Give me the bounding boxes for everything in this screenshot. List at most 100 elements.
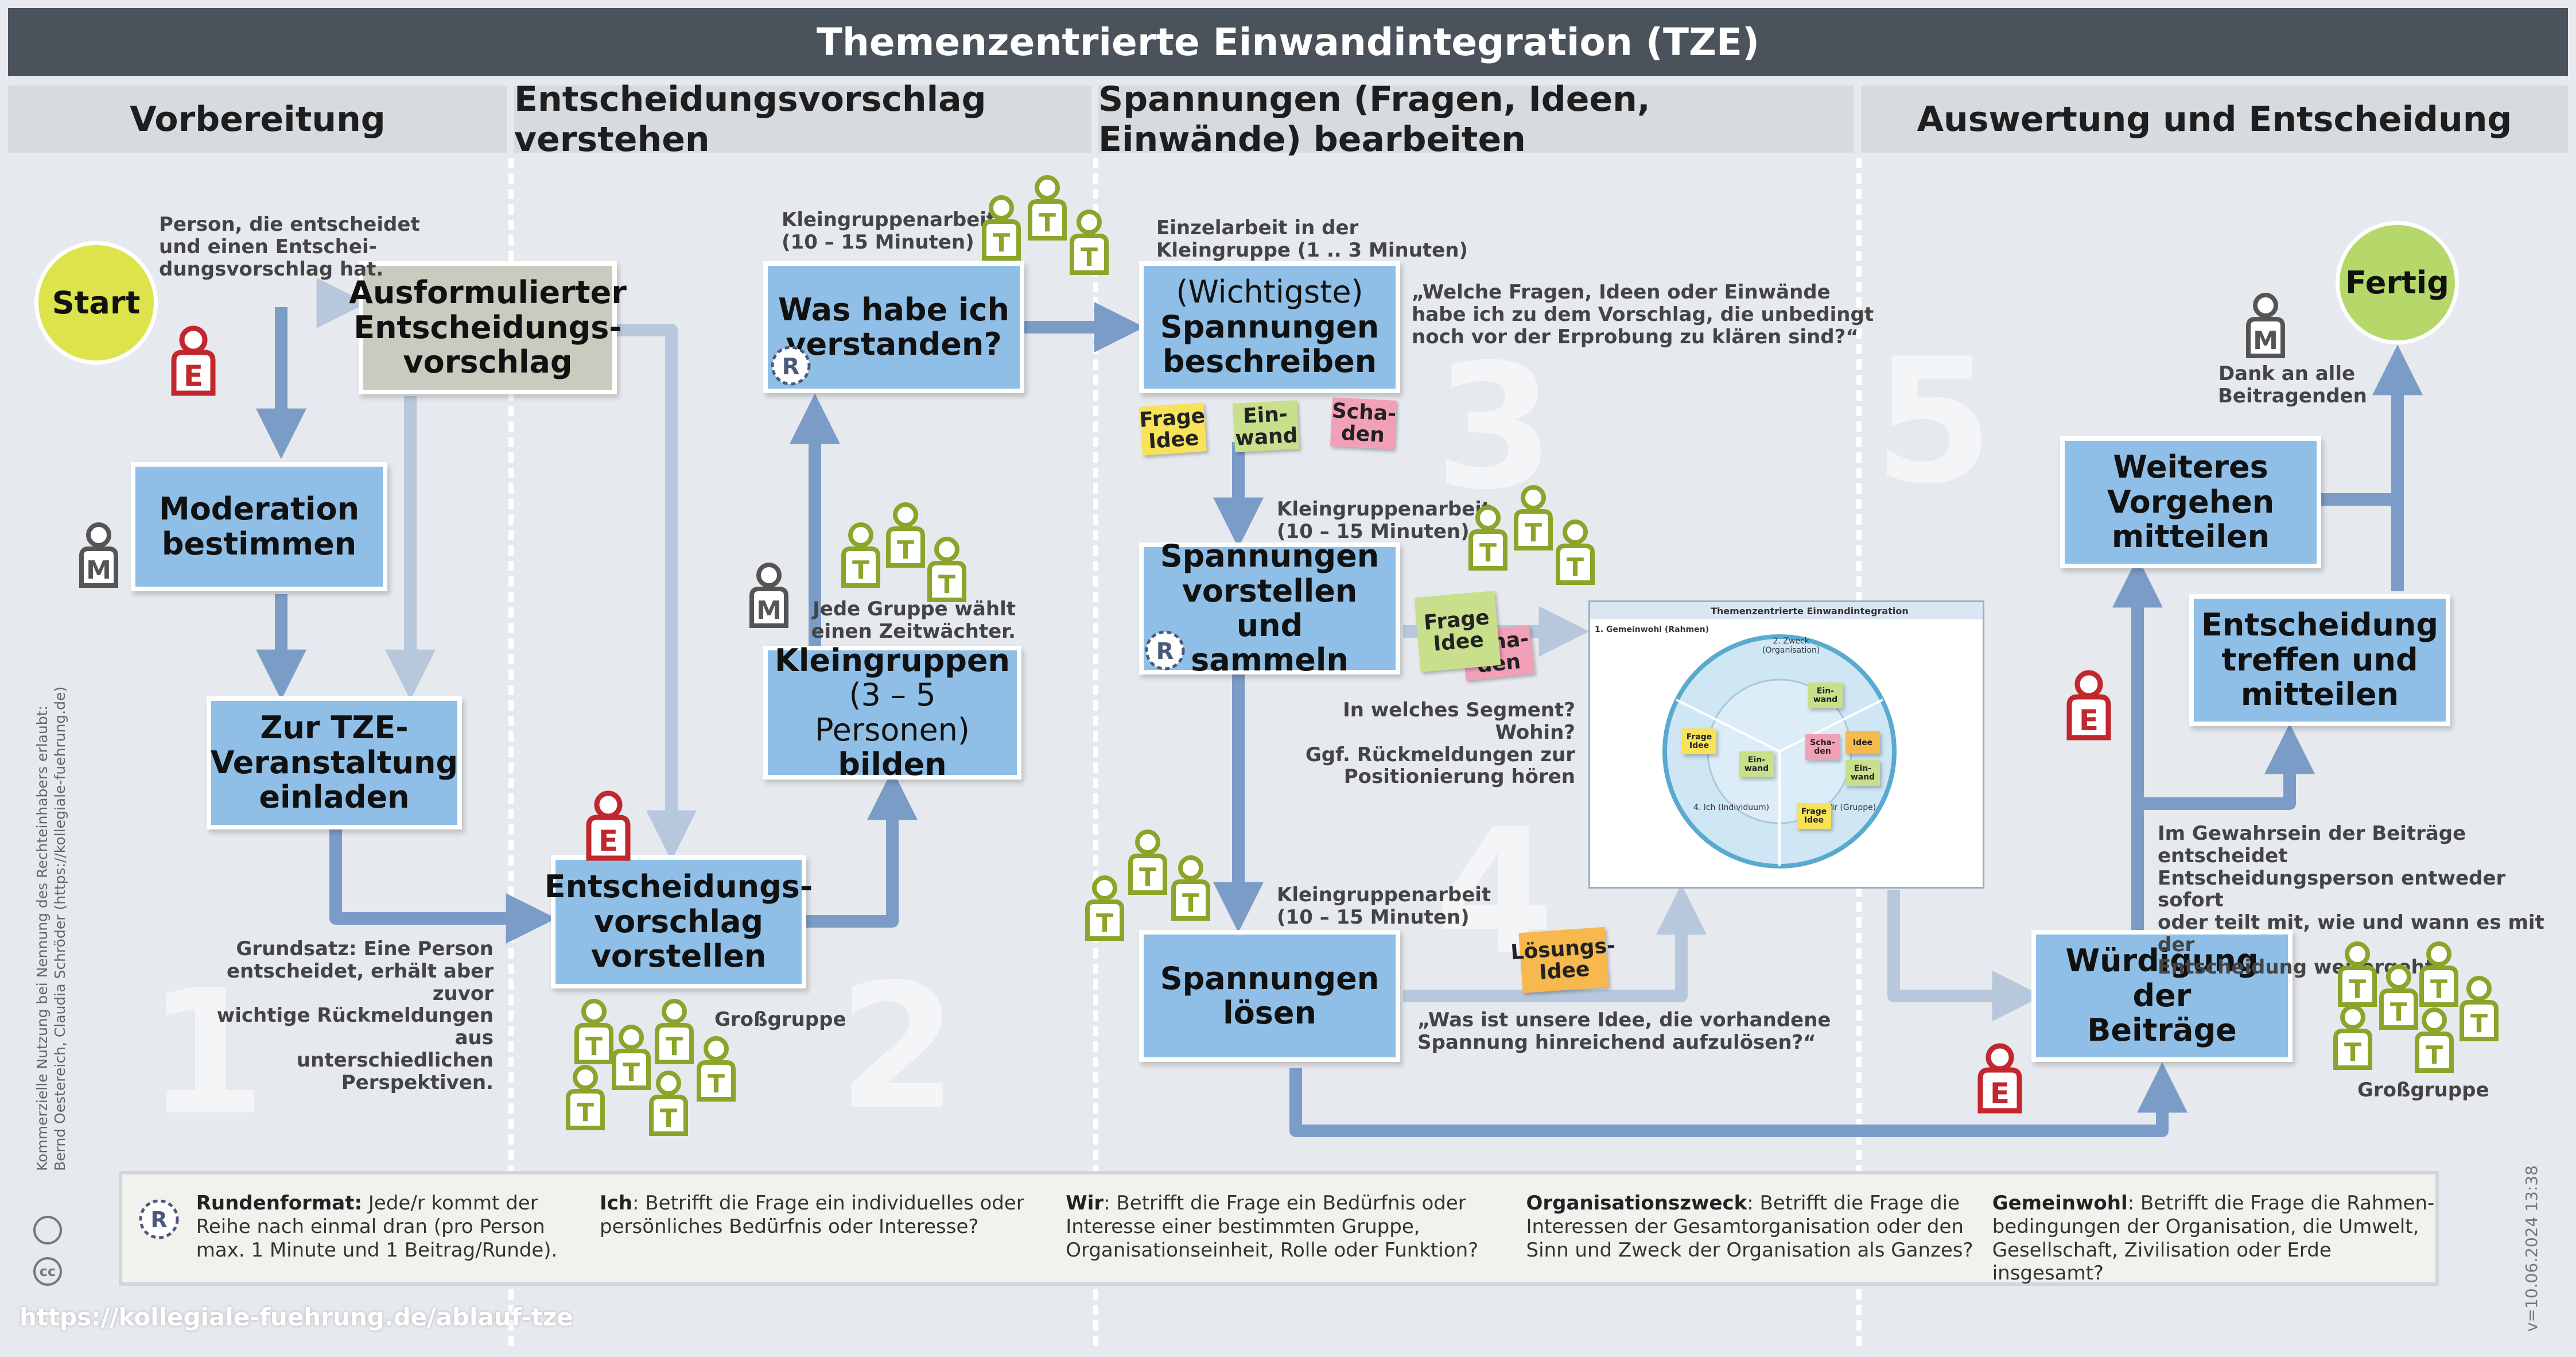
kleingruppen-bottom: bilden [838, 746, 947, 782]
phase-header-verstehen: Entscheidungsvorschlag verstehen [514, 79, 1091, 160]
entscheider-icon [174, 328, 213, 393]
svg-text:R: R [151, 1207, 168, 1232]
note-gewahrsein: Im Gewahrsein der Beiträge entscheidet E… [2158, 822, 2544, 979]
note-segment: In welches Segment? Wohin? Ggf. Rückmeld… [1305, 699, 1575, 789]
svg-text:R: R [782, 354, 800, 380]
box-entscheidung-treffen: Entscheidung treffen und mitteilen [2189, 594, 2450, 726]
thumbnail-title: Themenzentrierte Einwandintegration [1590, 602, 1983, 619]
footer-url-link[interactable]: https://kollegiale-fuehrung.de/ablauf-tz… [20, 1303, 573, 1331]
diagram-title: Themenzentrierte Einwandintegration (TZE… [8, 8, 2568, 76]
kleingruppen-title: Kleingruppen [774, 642, 1011, 678]
note-grossgruppe-1: Großgruppe [714, 1008, 846, 1031]
beschreiben-label: Spannungen beschreiben [1160, 308, 1380, 380]
tze-board-thumbnail: Themenzentrierte Einwandintegration 1. G… [1588, 600, 1984, 889]
teilnehmer-icon [888, 505, 923, 565]
teilnehmer-icon [2417, 1010, 2451, 1071]
note-einzelarbeit: Einzelarbeit in der Kleingruppe (1 .. 3 … [1156, 216, 1468, 262]
phase-divider [508, 158, 514, 1346]
note-person-entscheidet: Person, die entscheidet und einen Entsch… [159, 213, 420, 281]
teilnehmer-icon [2340, 944, 2375, 1005]
teilnehmer-icon [1087, 878, 1122, 939]
rundenformat-icon: R [771, 346, 811, 386]
phase-number-5: 5 [1874, 321, 1994, 522]
legend-rundenformat: Rundenformat: Jede/r kommt der Reihe nac… [196, 1192, 558, 1262]
legend-wir: Wir: Betrifft die Frage ein Bedürfnis od… [1066, 1192, 1479, 1262]
note-kleingruppenarbeit-3: Kleingruppenarbeit (10 – 15 Minuten) [1277, 883, 1491, 929]
teilnehmer-icon [1030, 177, 1064, 238]
teilnehmer-icon [1558, 522, 1592, 583]
start-node: Start [34, 241, 158, 365]
box-vorschlag-vorstellen: Entscheidungs- vorschlag vorstellen [545, 855, 813, 988]
teilnehmer-icon [577, 1001, 611, 1062]
legend-rundenformat-icon: R [122, 1174, 196, 1282]
note-zeitwaechter: Jede Gruppe wählt einen Zeitwächter. [811, 598, 1016, 643]
phase-header-vorbereitung: Vorbereitung [8, 86, 507, 153]
box-moderation-bestimmen: Moderation bestimmen [131, 462, 387, 591]
moderator-icon [752, 565, 786, 626]
box-spannungen-loesen: Spannungen lösen [1139, 930, 1400, 1062]
legend-organisationszweck: Organisationszweck: Betrifft die Frage d… [1526, 1192, 1973, 1262]
moderator-icon [2248, 295, 2283, 356]
entscheider-icon [1980, 1046, 2019, 1111]
version-stamp: v=10.06.2024 13:38 [2522, 1165, 2541, 1332]
teilnehmer-icon [2381, 967, 2416, 1028]
teilnehmer-icon [1174, 858, 1208, 918]
note-grundsatz: Grundsatz: Eine Person entscheidet, erhä… [216, 937, 494, 1094]
attribution-icon [33, 1216, 62, 1244]
mini-sticky-7: Frage Idee [1797, 803, 1831, 829]
box-einladen: Zur TZE- Veranstaltung einladen [207, 696, 462, 829]
teilnehmer-icon [651, 1073, 686, 1134]
rundenformat-icon: R [1145, 630, 1185, 670]
legend-panel: R Rundenformat: Jede/r kommt der Reihe n… [119, 1171, 2439, 1286]
teilnehmer-icon [1516, 487, 1551, 548]
phase-number-1: 1 [146, 953, 266, 1153]
kleingruppen-sub: (3 – 5 Personen) [815, 677, 970, 748]
mini-sticky-1: Frage Idee [1682, 728, 1716, 754]
note-kleingruppenarbeit-2: Kleingruppenarbeit (10 – 15 Minuten) [1277, 498, 1491, 543]
phase-number-2: 2 [838, 947, 958, 1147]
phase-header-auswertung: Auswertung und Entscheidung [1861, 86, 2568, 153]
teilnehmer-icon [657, 1001, 691, 1062]
entscheider-icon [589, 793, 628, 858]
svg-text:R: R [1156, 638, 1174, 665]
legend-gemeinwohl: Gemeinwohl: Betrifft die Frage die Rahme… [1992, 1192, 2435, 1285]
teilnehmer-icon [984, 197, 1019, 258]
teilnehmer-icon [930, 539, 964, 600]
quote-idee: „Was ist unsere Idee, die vorhandene Spa… [1417, 1009, 1831, 1054]
teilnehmer-icon [2462, 978, 2496, 1039]
box-kleingruppen-bilden: Kleingruppen (3 – 5 Personen) bilden [763, 642, 1021, 782]
entscheider-icon [2069, 673, 2108, 738]
teilnehmer-icon [614, 1027, 648, 1088]
note-dank: Dank an alle Beitragenden [2218, 362, 2367, 408]
teilnehmer-icon [1471, 507, 1505, 568]
cc-license-icon: cc [33, 1257, 62, 1286]
legend-ich: Ich: Betrifft die Frage ein individuelle… [600, 1192, 1024, 1238]
box-spannungen-sammeln: Spannungen vorstellen und sammeln [1139, 538, 1400, 677]
teilnehmer-icon [699, 1038, 733, 1099]
teilnehmer-icon [2336, 1007, 2370, 1068]
seg-zweck: 2. Zweck (Organisation) [1762, 637, 1820, 655]
quote-fragen: „Welche Fragen, Ideen oder Einwände habe… [1412, 281, 1874, 348]
mini-sticky-2: Ein- wand [1808, 683, 1843, 708]
wichtigste-label: (Wichtigste) [1176, 274, 1363, 311]
box-was-verstanden: Was habe ich verstanden? [763, 261, 1024, 393]
teilnehmer-icon [568, 1067, 603, 1128]
seg-gemeinwohl: 1. Gemeinwohl (Rahmen) [1595, 625, 1709, 634]
box-wuerdigung: Würdigung der Beiträge [2031, 930, 2293, 1062]
teilnehmer-icon [2422, 944, 2456, 1005]
mini-sticky-6: Ein- wand [1845, 760, 1880, 786]
note-grossgruppe-2: Großgruppe [2357, 1079, 2489, 1102]
teilnehmer-icon [844, 525, 878, 586]
end-node: Fertig [2336, 221, 2459, 344]
copyright-notice: Kommerzielle Nutzung bei Nennung des Rec… [34, 686, 69, 1171]
phase-divider [1093, 158, 1098, 1346]
mini-sticky-5: Ein- wand [1739, 751, 1774, 777]
moderator-icon [81, 525, 116, 586]
box-spannungen-beschreiben: (Wichtigste) Spannungen beschreiben [1139, 261, 1400, 393]
teilnehmer-icon [1072, 212, 1106, 273]
mini-sticky-3: Scha- den [1805, 734, 1840, 760]
phase-header-bearbeiten: Spannungen (Fragen, Ideen, Einwände) bea… [1098, 79, 1854, 160]
seg-ich: 4. Ich (Individuum) [1693, 803, 1770, 812]
